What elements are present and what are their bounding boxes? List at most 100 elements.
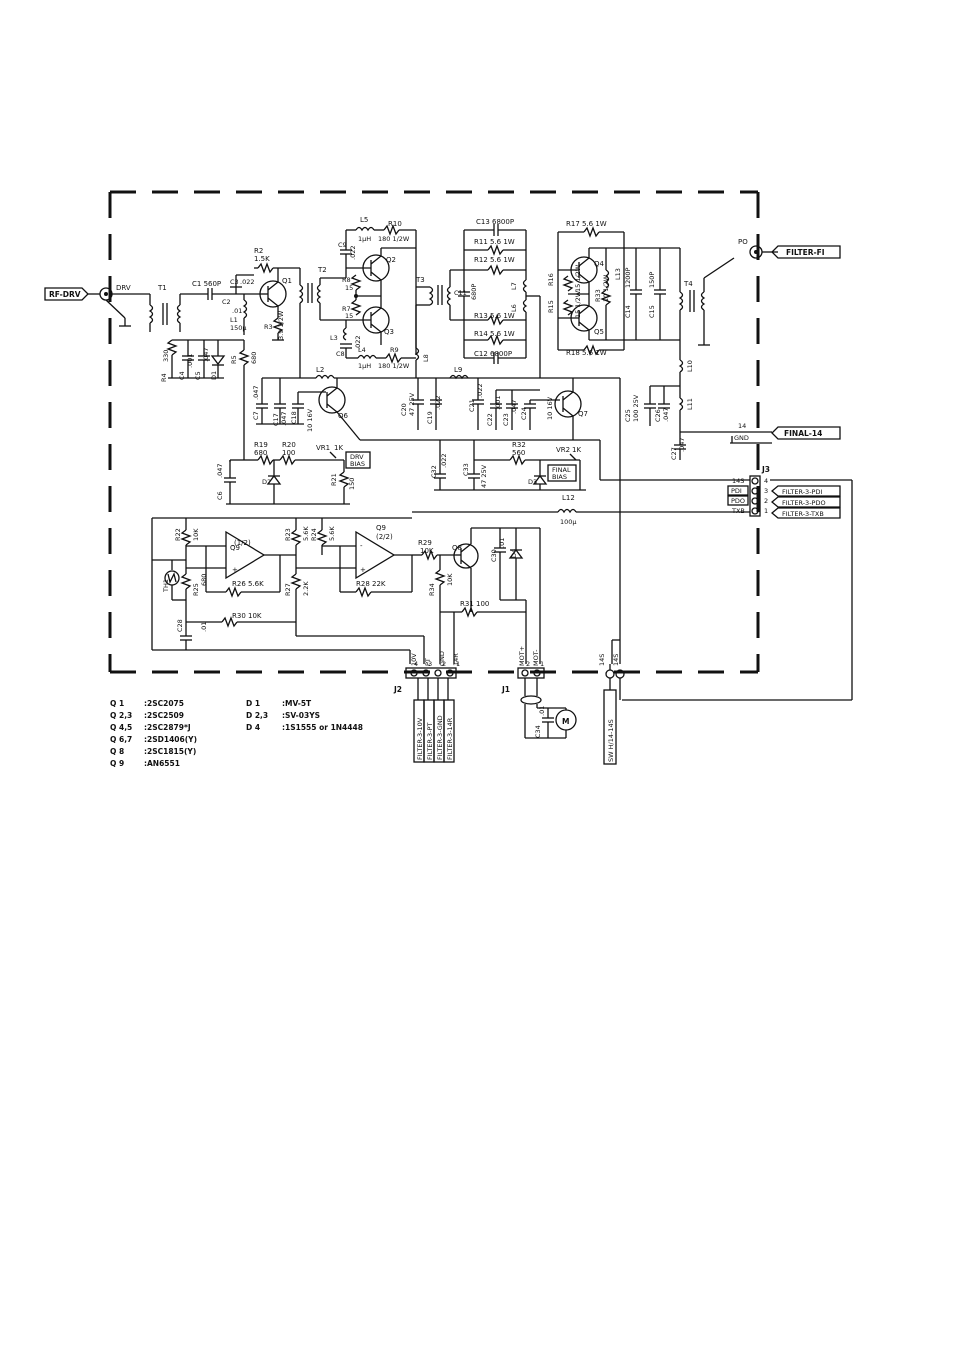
svg-text:15: 15 — [345, 312, 353, 320]
svg-text:Q 4,5: Q 4,5 — [110, 723, 132, 732]
svg-text:1μH: 1μH — [358, 235, 371, 243]
q1-transistor: Q1 — [259, 268, 292, 318]
svg-text:J2: J2 — [393, 685, 402, 694]
svg-text:.022: .022 — [349, 246, 357, 260]
svg-text::1S1555 or 1N4448: :1S1555 or 1N4448 — [282, 723, 363, 732]
svg-text:5.6K: 5.6K — [328, 526, 336, 541]
svg-text:T1: T1 — [157, 284, 167, 292]
svg-text:680: 680 — [200, 574, 208, 586]
svg-text:15: 15 — [345, 284, 353, 292]
svg-text:C26: C26 — [654, 409, 662, 422]
svg-text:VR2: VR2 — [556, 446, 570, 454]
svg-text:1K: 1K — [572, 446, 581, 454]
svg-text::2SD1406(Y): :2SD1406(Y) — [144, 735, 197, 744]
svg-text:R30 10K: R30 10K — [232, 612, 262, 620]
c11-capacitor: C11 680P — [454, 270, 478, 320]
svg-text:D4: D4 — [510, 549, 518, 558]
parts-legend: Q 1 :2SC2075 Q 2,3 :2SC2509 Q 4,5 :2SC28… — [110, 699, 363, 768]
j1-connector: MOT+ MOT- 2 1 J1 C34 .01 M — [501, 646, 577, 739]
svg-text:.022: .022 — [354, 336, 362, 350]
svg-text:3: 3 — [764, 487, 768, 495]
svg-text:C11: C11 — [454, 289, 467, 297]
th1-thermistor: TH1 R25 680 — [152, 559, 208, 618]
svg-text:R23: R23 — [284, 528, 292, 541]
svg-text:10K: 10K — [420, 547, 434, 555]
svg-text:R20: R20 — [282, 441, 296, 449]
svg-text:C22: C22 — [486, 413, 494, 426]
drv-connector-label: DRV — [116, 284, 131, 292]
14s-line — [611, 378, 621, 664]
svg-text:.001: .001 — [494, 396, 502, 410]
svg-text:Q1: Q1 — [282, 277, 292, 285]
svg-text:R7: R7 — [342, 305, 351, 313]
svg-text:.001: .001 — [186, 354, 194, 368]
svg-text:T2: T2 — [317, 266, 327, 274]
l1-inductor: L1 150μ — [230, 294, 248, 335]
r3-resistor: R3 3.9 1/2W — [264, 310, 285, 341]
svg-text:R2: R2 — [254, 247, 263, 255]
c1-capacitor: C1 560P — [180, 280, 262, 300]
filter-3-pdo-label: FILTER-3-PDO — [782, 499, 826, 507]
svg-text:.01: .01 — [498, 538, 506, 548]
svg-text:C14: C14 — [624, 305, 632, 318]
svg-text:L1: L1 — [230, 316, 238, 324]
svg-text:10V: 10V — [410, 653, 418, 666]
r18-resistor: R18 5.6 1W — [558, 344, 624, 357]
svg-text:C7: C7 — [252, 411, 260, 420]
svg-text:R4: R4 — [160, 373, 168, 382]
svg-text:L5: L5 — [360, 216, 368, 224]
q3-transistor: Q3 — [346, 296, 394, 345]
svg-text:PO: PO — [738, 238, 748, 246]
svg-text:GND: GND — [438, 651, 446, 666]
svg-text:14S: 14S — [612, 654, 620, 666]
svg-text:D1: D1 — [210, 371, 218, 380]
svg-text:R27: R27 — [284, 583, 292, 596]
svg-text::SV-03YS: :SV-03YS — [282, 711, 320, 720]
svg-text:1μH: 1μH — [358, 362, 371, 370]
svg-text:5.6K: 5.6K — [302, 526, 310, 541]
final-bias-label: FINAL — [552, 466, 571, 474]
svg-text:C24: C24 — [520, 407, 528, 420]
svg-text:.01: .01 — [232, 307, 242, 315]
svg-text:C32: C32 — [430, 465, 438, 478]
svg-text:FILTER-3-10V: FILTER-3-10V — [416, 717, 424, 760]
svg-text:TH1: TH1 — [162, 579, 170, 593]
svg-text:.047: .047 — [280, 412, 288, 426]
svg-text:C30: C30 — [490, 549, 498, 562]
svg-text:Q 9: Q 9 — [110, 759, 124, 768]
svg-text:D2: D2 — [262, 478, 271, 486]
svg-text:C28: C28 — [176, 619, 184, 632]
svg-text:3: 3 — [428, 660, 432, 668]
svg-text:R9: R9 — [390, 346, 399, 354]
svg-text:.022: .022 — [476, 384, 484, 398]
svg-text:4: 4 — [764, 477, 768, 485]
svg-text::2SC2879*J: :2SC2879*J — [144, 723, 191, 732]
svg-text:Q 6,7: Q 6,7 — [110, 735, 132, 744]
svg-text:180 1/2W: 180 1/2W — [378, 235, 410, 243]
svg-text:-: - — [360, 542, 363, 550]
svg-text:14R: 14R — [452, 653, 460, 666]
svg-text:C23: C23 — [502, 413, 510, 426]
svg-text:.022: .022 — [240, 278, 254, 286]
svg-text:100μ: 100μ — [560, 518, 577, 526]
svg-text:L3: L3 — [330, 334, 338, 342]
svg-text:R10: R10 — [388, 220, 402, 228]
svg-text:.047: .047 — [678, 438, 686, 452]
svg-text:+: + — [232, 566, 238, 574]
r33-l13: R33 10 1/2W L13 — [594, 248, 622, 340]
svg-text:Q5: Q5 — [594, 328, 604, 336]
svg-text:L10: L10 — [686, 360, 694, 372]
svg-text:R32: R32 — [512, 441, 526, 449]
filter-fi-label: FILTER-FI — [786, 248, 825, 257]
svg-text:C5: C5 — [194, 371, 202, 380]
svg-text:680: 680 — [250, 352, 258, 364]
drv-bias-label: DRV — [350, 453, 364, 461]
svg-text:D3: D3 — [528, 478, 537, 486]
svg-text:R14 5.6 1W: R14 5.6 1W — [474, 330, 515, 338]
q9b-opamp: Q9 (2/2) - + R28 22K — [296, 524, 413, 598]
svg-text:R12 5.6 1W: R12 5.6 1W — [474, 256, 515, 264]
svg-text:C27: C27 — [670, 447, 678, 460]
svg-text:10K: 10K — [446, 573, 454, 586]
svg-text:L11: L11 — [686, 398, 694, 410]
l12-inductor: L12 100μ — [412, 494, 750, 526]
